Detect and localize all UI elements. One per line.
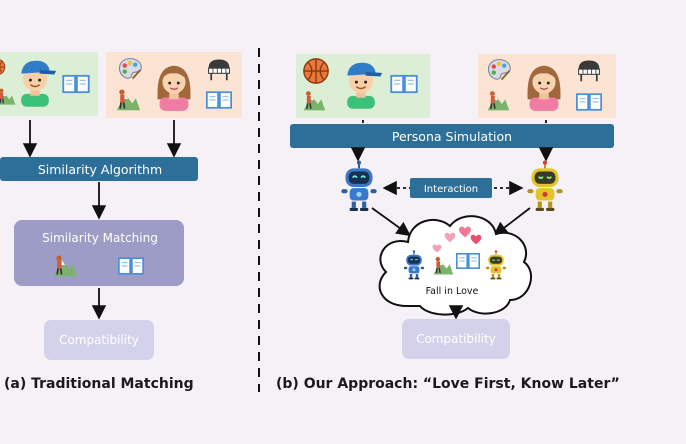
caption-our-approach: (b) Our Approach: “Love First, Know Late… bbox=[276, 376, 620, 392]
similarity-algorithm-label: Similarity Algorithm bbox=[38, 162, 162, 177]
book-icon bbox=[62, 74, 90, 94]
robot-icon bbox=[526, 160, 564, 212]
girl-avatar-icon bbox=[526, 65, 562, 112]
interaction-box bbox=[410, 178, 492, 198]
similarity-algorithm-bar bbox=[0, 157, 198, 181]
right-panel: Persona Simulation Interaction Fall in L… bbox=[276, 54, 620, 392]
left-panel: Similarity Algorithm Similarity Matching… bbox=[0, 52, 242, 392]
fall-in-love-label: Fall in Love bbox=[426, 286, 479, 297]
book-icon bbox=[206, 91, 232, 109]
book-icon bbox=[576, 93, 602, 111]
book-icon bbox=[390, 74, 418, 94]
caption-traditional: (a) Traditional Matching bbox=[4, 376, 194, 392]
book-icon bbox=[456, 252, 480, 270]
compatibility-label: Compatibility bbox=[59, 333, 139, 347]
compatibility-box bbox=[402, 319, 510, 359]
arrow bbox=[371, 207, 411, 237]
persona-simulation-label: Persona Simulation bbox=[392, 129, 512, 144]
compatibility-label: Compatibility bbox=[416, 332, 496, 346]
fall-in-love-cloud bbox=[378, 215, 533, 316]
persona-simulation-bar bbox=[290, 124, 614, 148]
basketball-icon bbox=[303, 58, 329, 84]
interaction-label: Interaction bbox=[424, 184, 478, 195]
book-icon bbox=[118, 257, 144, 275]
girl-avatar-icon bbox=[156, 65, 192, 112]
arrow bbox=[493, 207, 531, 237]
robot-icon bbox=[340, 160, 378, 212]
similarity-matching-label: Similarity Matching bbox=[42, 231, 158, 245]
compatibility-box bbox=[44, 320, 154, 360]
similarity-matching-box bbox=[14, 220, 184, 286]
